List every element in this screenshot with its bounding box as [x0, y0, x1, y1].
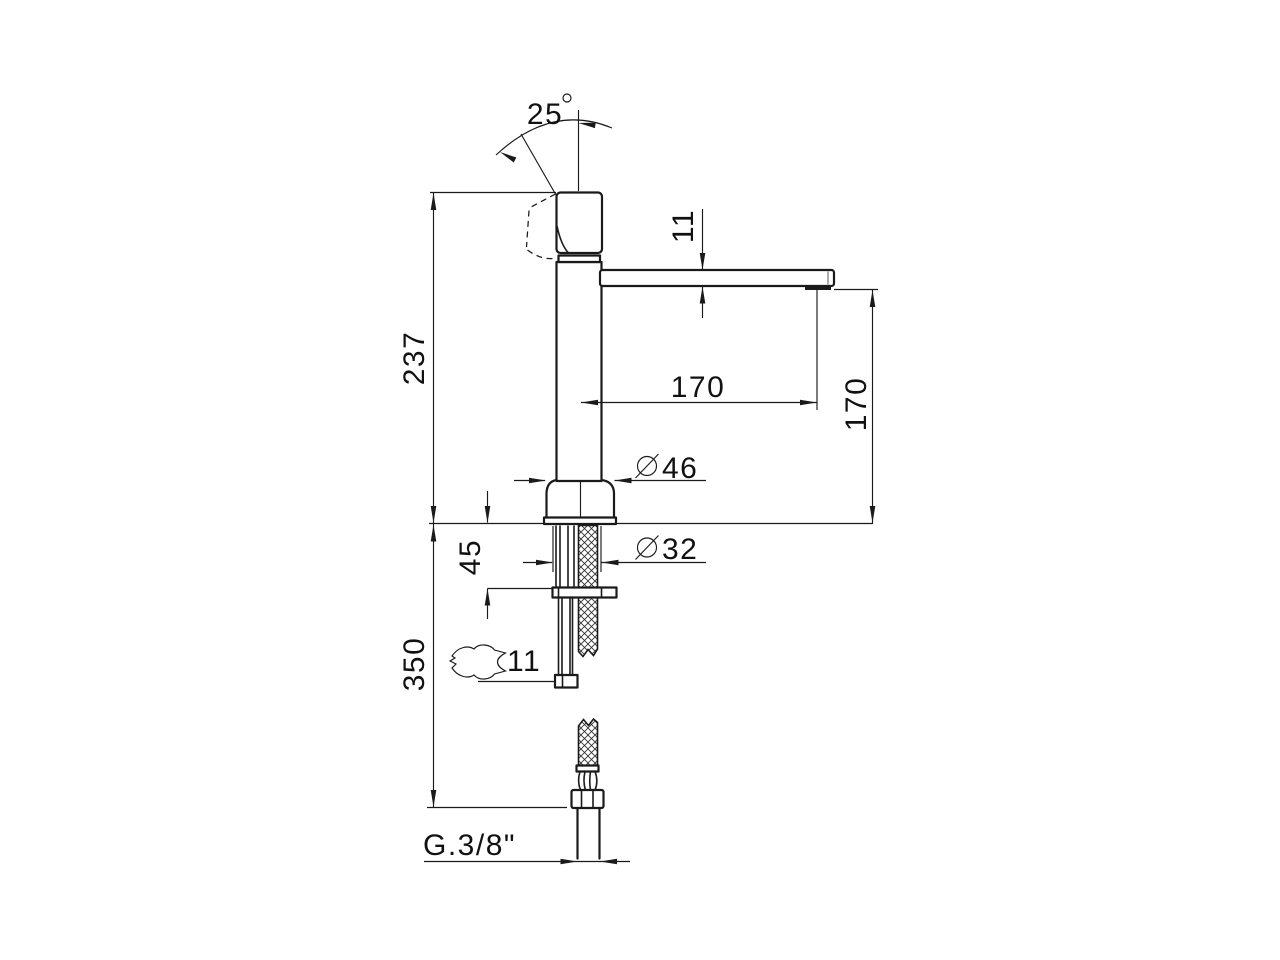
dim-spout-reach-170: 170 — [581, 290, 818, 410]
supply-hose-bottom — [570, 717, 605, 860]
dim-handle-angle: 25 — [495, 93, 613, 196]
diameter-symbol — [635, 535, 659, 560]
arrowhead — [800, 399, 817, 406]
dim-outlet-height-170: 170 — [834, 288, 878, 523]
spout-reach-label: 170 — [671, 371, 726, 404]
faucet-handle — [555, 191, 604, 255]
handle-base-ring — [557, 254, 602, 264]
hose-crimp-sleeve — [575, 764, 600, 791]
arrowhead — [614, 477, 632, 484]
dim-hole-diameter-32: 32 — [523, 533, 706, 566]
ghost-left-edge — [525, 210, 530, 248]
ghost-bottom-edge — [527, 249, 557, 260]
angle-arc — [495, 119, 613, 156]
arrowhead — [430, 506, 437, 523]
annotation-wrench-size: 11 — [448, 644, 554, 683]
faucet-above-deck — [429, 191, 873, 526]
faucet-spout — [598, 268, 836, 288]
arrowhead — [484, 588, 491, 606]
dim-spout-thickness: 11 — [667, 209, 706, 318]
dim-deck-thickness-45: 45 — [454, 491, 552, 619]
arrowhead — [699, 253, 706, 270]
arrowhead — [536, 559, 553, 566]
handle-lever-curve — [556, 225, 570, 254]
hose-tail-tube — [576, 806, 601, 860]
under-deck-length-label: 350 — [398, 637, 431, 692]
height-label: 237 — [398, 331, 431, 386]
arrowhead — [430, 524, 437, 542]
threaded-stud — [555, 525, 575, 587]
arrowhead — [500, 152, 517, 163]
arrowhead — [430, 193, 437, 210]
stud-nut — [553, 673, 579, 689]
base-skirt-right — [600, 478, 616, 519]
flex-hose-lower — [577, 717, 599, 767]
base-skirt-left — [545, 478, 558, 519]
mounting-flange — [551, 586, 618, 599]
deck-thickness-label: 45 — [454, 539, 487, 575]
arrowhead — [869, 506, 876, 523]
diameter-symbol — [635, 453, 659, 479]
wrench-icon — [448, 644, 508, 680]
spout-aerator — [805, 285, 831, 290]
degree-symbol — [562, 93, 572, 103]
arrowhead — [578, 122, 596, 129]
dim-under-deck-350: 350 — [398, 524, 567, 809]
arrowhead — [581, 399, 598, 406]
base-plate — [542, 516, 618, 526]
angle-flank-line — [520, 133, 557, 196]
hose-hex-nut — [570, 788, 605, 810]
below-deck-assembly — [551, 524, 618, 689]
stud-below-flange — [557, 597, 574, 675]
arrowhead — [601, 559, 619, 566]
arrowhead — [484, 506, 491, 523]
dim-height-237: 237 — [398, 191, 556, 523]
arrowhead — [869, 290, 876, 307]
faucet-body — [555, 260, 603, 483]
spout-thickness-label: 11 — [667, 209, 700, 243]
outlet-height-label: 170 — [840, 377, 873, 432]
arrowhead — [529, 477, 546, 484]
wrench-size-label: 11 — [507, 645, 541, 678]
arrowhead — [699, 286, 706, 304]
hole-diameter-label: 32 — [662, 533, 698, 566]
dim-base-diameter-46: 46 — [514, 452, 706, 485]
dim-thread-g38: G.3/8" — [423, 829, 630, 865]
base-diameter-label: 46 — [662, 452, 698, 485]
arrowhead — [560, 858, 578, 865]
handle-angle-label: 25 — [527, 98, 563, 131]
arrowhead — [430, 790, 437, 807]
ghost-top-edge — [530, 193, 556, 208]
thread-size-label: G.3/8" — [423, 829, 516, 862]
handle-tilted-ghost — [525, 193, 557, 260]
arrowhead — [600, 858, 617, 865]
